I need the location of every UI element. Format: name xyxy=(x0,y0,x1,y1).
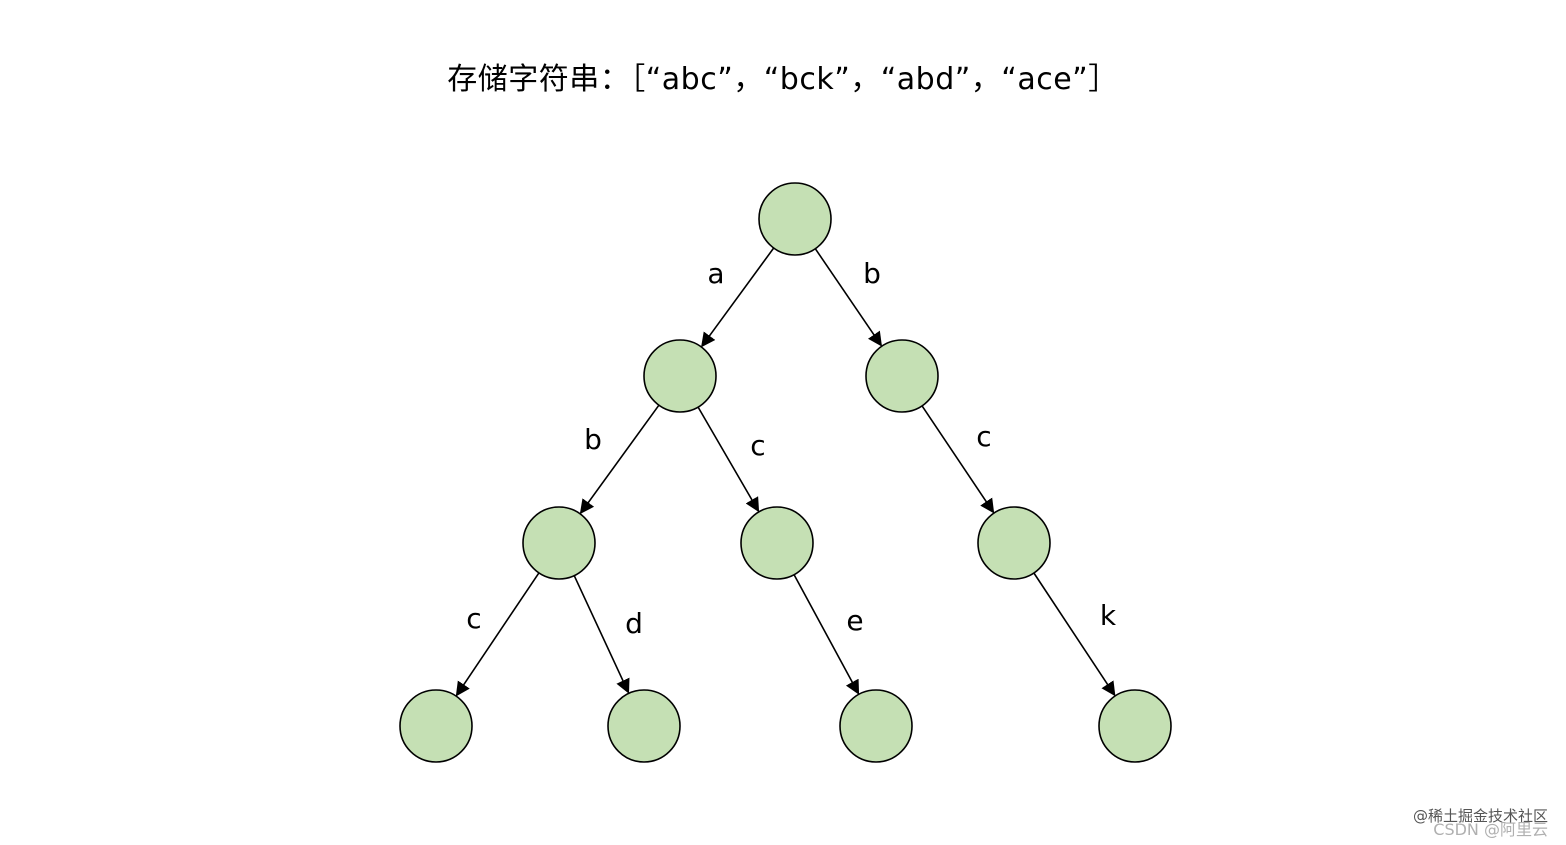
watermark-top: @稀土掘金技术社区 xyxy=(1412,807,1548,825)
edge-label-a-ab: b xyxy=(584,423,602,456)
trie-node-abd xyxy=(607,689,681,763)
edge-label-root-a: a xyxy=(707,257,724,290)
trie-node-bck xyxy=(1098,689,1172,763)
nodes-layer xyxy=(399,182,1172,763)
edge-label-root-b: b xyxy=(863,257,881,290)
edge-ab-abc xyxy=(455,572,540,697)
labels-layer: a b b c c c d e k xyxy=(466,257,1117,640)
edge-a-ab xyxy=(579,404,660,515)
trie-node-b xyxy=(865,339,939,413)
trie-node-root xyxy=(758,182,832,256)
diagram-title: 存储字符串：［“abc”，“bck”，“abd”，“ace”］ xyxy=(447,62,1119,97)
watermark-bottom: CSDN @阿里云 xyxy=(1433,820,1548,839)
trie-node-abc xyxy=(399,689,473,763)
edge-ab-abd xyxy=(573,575,630,694)
trie-node-ab xyxy=(522,506,596,580)
edge-root-b xyxy=(814,248,883,347)
edge-label-b-bc: c xyxy=(976,420,991,453)
edge-label-ab-abd: d xyxy=(625,607,643,640)
trie-node-bc xyxy=(977,506,1051,580)
edge-b-bc xyxy=(921,405,995,514)
edge-label-bc-bck: k xyxy=(1100,599,1117,632)
edge-label-a-ac: c xyxy=(750,429,765,462)
edge-a-ac xyxy=(697,406,760,513)
trie-node-ace xyxy=(839,689,913,763)
trie-node-ac xyxy=(740,506,814,580)
watermark: @稀土掘金技术社区 CSDN @阿里云 xyxy=(1412,807,1548,839)
edges-layer xyxy=(455,247,1116,697)
edge-bc-bck xyxy=(1033,572,1116,697)
trie-node-a xyxy=(643,339,717,413)
edge-root-a xyxy=(701,247,775,348)
edge-label-ac-ace: e xyxy=(846,604,863,637)
edge-label-ab-abc: c xyxy=(466,602,481,635)
edge-ac-ace xyxy=(793,574,860,695)
